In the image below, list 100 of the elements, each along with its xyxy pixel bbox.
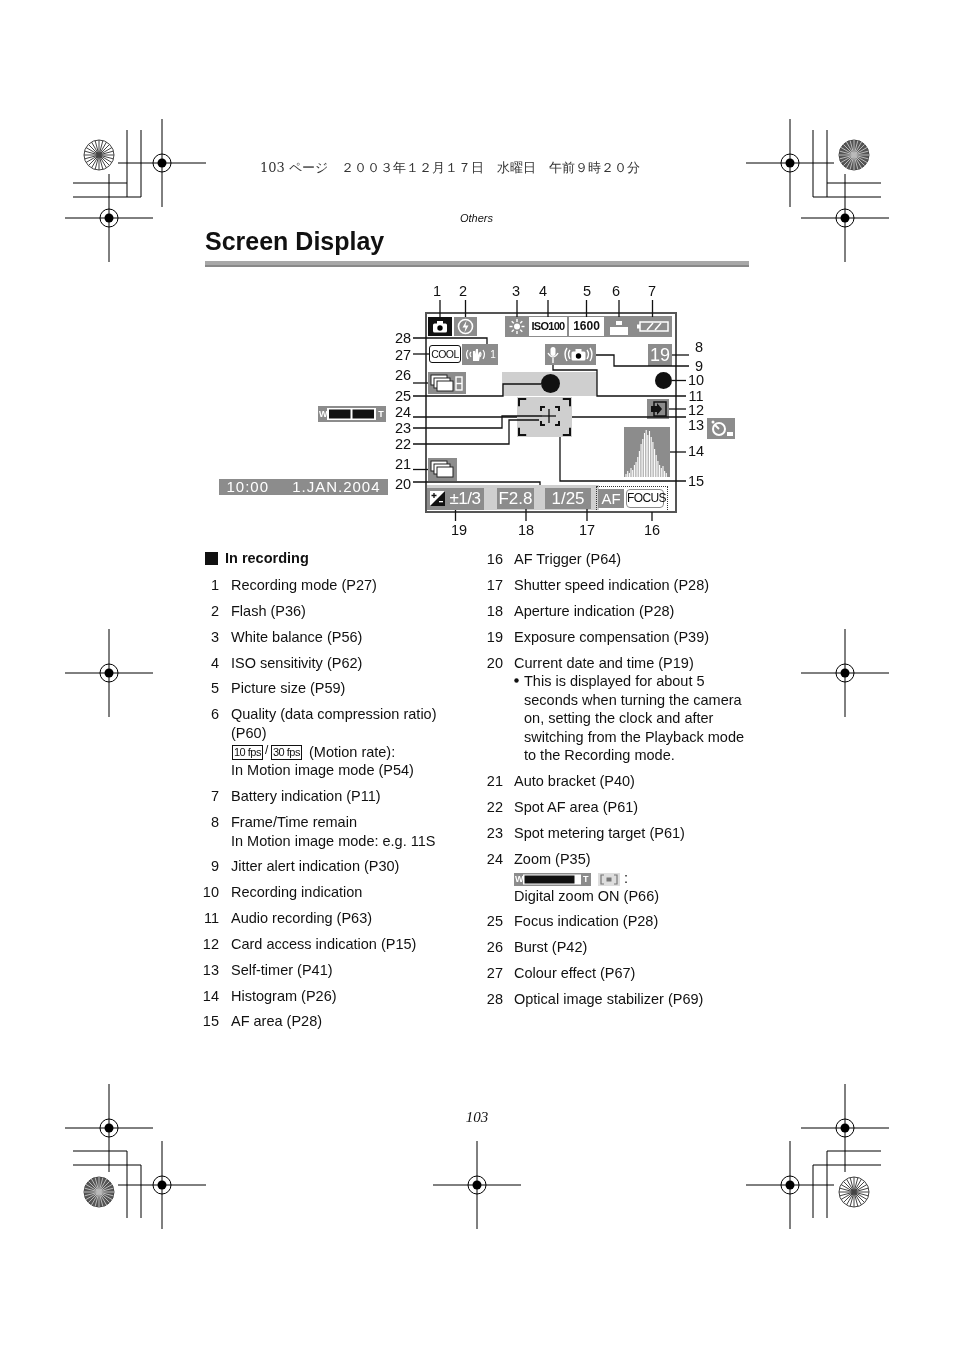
stabilizer-indicator: 1 xyxy=(462,344,498,365)
leader-line xyxy=(547,299,549,318)
callout-number: 27 xyxy=(393,346,413,364)
item-text: Battery indication (P11) xyxy=(231,787,381,805)
item-text: Spot metering target (P61) xyxy=(514,824,685,842)
callout-number: 5 xyxy=(577,282,597,300)
item-number: 26 xyxy=(485,938,503,956)
page-number: 103 xyxy=(464,1109,490,1126)
page-title: Screen Display xyxy=(205,226,385,256)
aperture-indicator: F2.8 xyxy=(497,488,534,509)
item-number: 28 xyxy=(485,990,503,1008)
item-number: 20 xyxy=(485,654,503,672)
item-text: In Motion image mode: e.g. 11S xyxy=(231,832,436,850)
callout-number: 20 xyxy=(393,475,413,493)
item-number: 25 xyxy=(485,912,503,930)
size-indicator: 1600 xyxy=(569,317,604,336)
leader-line xyxy=(668,408,687,410)
item-number: 16 xyxy=(485,550,503,568)
item-text: Exposure compensation (P39) xyxy=(514,628,710,646)
leader-line xyxy=(671,354,690,356)
leader-line xyxy=(412,382,429,384)
item-number: 14 xyxy=(201,987,219,1005)
leader-line xyxy=(585,299,588,318)
motion-rate-label: 30 fps xyxy=(271,745,302,760)
item-number: 24 xyxy=(485,850,503,868)
item-text: Card access indication (P15) xyxy=(231,935,417,953)
item-number: 17 xyxy=(485,576,503,594)
item-number: 13 xyxy=(201,961,219,979)
date-time-display: 10:00 1.JAN.2004 xyxy=(219,479,388,495)
leader-line xyxy=(618,299,620,318)
separator: : xyxy=(624,869,629,887)
callout-number: 22 xyxy=(393,435,413,453)
item-text: Recording mode (P27) xyxy=(231,576,377,594)
flash-icon xyxy=(454,317,477,336)
separator: / xyxy=(265,743,269,758)
item-text: White balance (P56) xyxy=(231,628,363,646)
item-number: 5 xyxy=(209,679,219,697)
leader-line xyxy=(525,508,527,522)
item-text: Shutter speed indication (P28) xyxy=(514,576,710,594)
item-number: 8 xyxy=(209,813,219,831)
item-text: Auto bracket (P40) xyxy=(514,772,635,790)
leader-line xyxy=(412,353,430,355)
item-text: Current date and time (P19) xyxy=(514,654,694,672)
item-number: 9 xyxy=(209,857,219,875)
item-text: Burst (P42) xyxy=(514,938,588,956)
auto-bracket-icon xyxy=(428,458,457,481)
callout-number: 7 xyxy=(642,282,662,300)
item-text: Quality (data compression ratio) (P60) xyxy=(231,705,438,743)
callout-number: 13 xyxy=(686,416,706,434)
item-number: 11 xyxy=(202,909,219,927)
item-number: 1 xyxy=(209,576,219,594)
item-number: 18 xyxy=(485,602,503,620)
item-number: 3 xyxy=(209,628,219,646)
item-text: Frame/Time remain xyxy=(231,813,357,831)
callout-number: 28 xyxy=(393,329,413,347)
item-number: 7 xyxy=(209,787,219,805)
item-text: In Motion image mode (P54) xyxy=(231,761,414,779)
item-text: (Motion rate): xyxy=(309,743,396,761)
leader-line xyxy=(412,337,488,345)
item-number: 15 xyxy=(201,1012,219,1030)
af-area xyxy=(517,397,572,437)
leader-line xyxy=(571,416,687,418)
callout-number: 24 xyxy=(393,403,413,421)
leader-line xyxy=(412,416,518,418)
callout-number: 16 xyxy=(642,521,662,539)
item-number: 23 xyxy=(485,824,503,842)
recording-dot xyxy=(655,372,672,389)
item-number: 22 xyxy=(485,798,503,816)
item-text: Zoom (P35) xyxy=(514,850,591,868)
callout-number: 21 xyxy=(393,455,413,473)
callout-number: 18 xyxy=(516,521,536,539)
leader-line xyxy=(586,508,588,522)
callout-number: 25 xyxy=(393,387,413,405)
frame-count: 19 xyxy=(648,344,672,366)
callout-number: 15 xyxy=(686,472,706,490)
callout-number: 6 xyxy=(606,282,626,300)
iso-indicator: ISO100 xyxy=(529,317,567,336)
item-number: 2 xyxy=(209,602,219,620)
note-text: This is displayed for about 5 seconds when turning the camera on, setting the clock and after switching from the Playback mode to the Recording mode. xyxy=(524,672,745,765)
callout-number: 8 xyxy=(689,338,709,356)
leader-line xyxy=(412,468,429,471)
item-text: Digital zoom ON (P66) xyxy=(514,887,660,905)
af-trigger-indicator: AF FOCUS xyxy=(596,486,668,511)
zoom-bar: W T xyxy=(514,873,591,886)
item-text: Spot AF area (P61) xyxy=(514,798,639,816)
section-heading: In recording xyxy=(225,550,309,566)
item-text: Audio recording (P63) xyxy=(231,909,373,927)
leader-line xyxy=(439,299,441,318)
leader-line xyxy=(669,451,687,453)
item-text: Picture size (P59) xyxy=(231,679,346,697)
histogram xyxy=(624,427,670,477)
leader-line xyxy=(454,509,457,522)
motion-rate-label: 10 fps xyxy=(232,745,263,760)
item-number: 27 xyxy=(485,964,503,982)
leader-line xyxy=(412,383,542,397)
leader-line xyxy=(651,511,653,522)
card-access-icon xyxy=(647,399,669,419)
spot-metering-cross xyxy=(542,409,556,423)
callout-number: 4 xyxy=(533,282,553,300)
item-text: ISO sensitivity (P62) xyxy=(231,654,363,672)
